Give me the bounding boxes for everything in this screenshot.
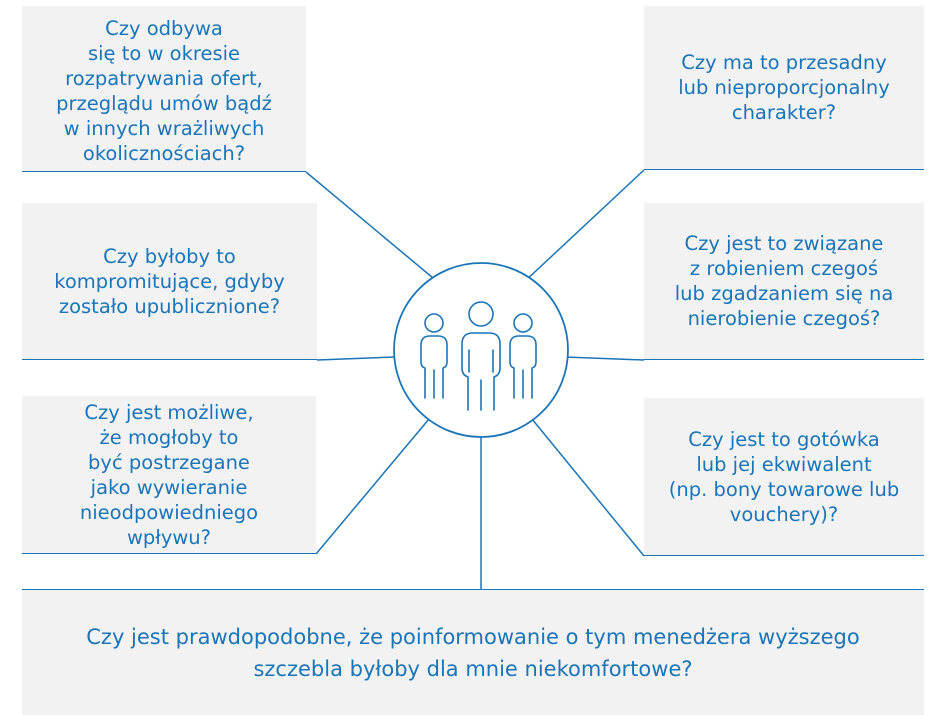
connector-bottom-left	[315, 418, 430, 555]
person-right-body	[509, 335, 537, 399]
question-text-bottom-right: Czy jest to gotówka lub jej ekwiwalent (…	[668, 427, 900, 526]
question-box-top-right: Czy ma to przesadny lub nieproporcjonaln…	[644, 6, 924, 170]
connector-top-right	[522, 169, 645, 284]
question-box-middle-right: Czy jest to związane z robieniem czegoś …	[644, 203, 924, 360]
person-left-body	[420, 335, 448, 399]
question-text-top-right: Czy ma to przesadny lub nieproporcjonaln…	[678, 51, 890, 124]
connector-top-left	[305, 171, 440, 284]
person-left-head	[424, 313, 444, 333]
person-center-body	[461, 332, 501, 411]
question-box-top-left: Czy odbywa się to w okresie rozpatrywani…	[22, 6, 306, 172]
person-right-head	[513, 313, 533, 333]
person-center-head	[468, 301, 494, 327]
question-text-middle-right: Czy jest to związane z robieniem czegoś …	[674, 232, 894, 330]
question-text-bottom-left: Czy jest możliwe, że mogłoby to być post…	[79, 400, 259, 549]
question-box-bottom: Czy jest prawdopodobne, że poinformowani…	[22, 589, 924, 715]
people-group-icon	[393, 262, 569, 438]
question-text-top-left: Czy odbywa się to w okresie rozpatrywani…	[56, 16, 272, 165]
question-text-bottom: Czy jest prawdopodobne, że poinformowani…	[86, 624, 860, 681]
question-box-bottom-left: Czy jest możliwe, że mogłoby to być post…	[22, 396, 316, 554]
connector-bottom-right	[531, 418, 645, 557]
question-box-bottom-right: Czy jest to gotówka lub jej ekwiwalent (…	[644, 398, 924, 556]
connector-middle-left	[316, 356, 396, 361]
question-box-middle-left: Czy byłoby to kompromitujące, gdyby zost…	[22, 203, 317, 360]
question-text-middle-left: Czy byłoby to kompromitujące, gdyby zost…	[54, 244, 285, 318]
connector-middle-right	[564, 356, 645, 361]
